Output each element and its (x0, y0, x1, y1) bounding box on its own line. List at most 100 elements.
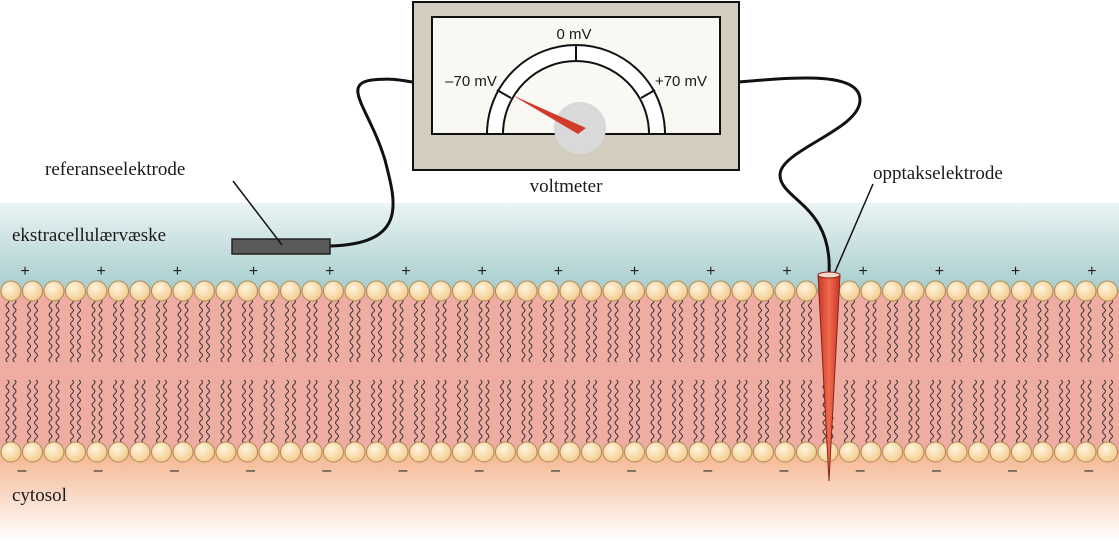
lipid-tail (12, 379, 17, 444)
lipid-tail (442, 379, 447, 444)
membrane-core (0, 291, 1119, 452)
lipid-tail (34, 379, 38, 444)
lipid-tail (851, 298, 855, 363)
lipid-tail (1001, 379, 1006, 444)
lipid-head (559, 280, 581, 302)
lipid-head (667, 441, 688, 463)
lipid-tail (70, 298, 74, 363)
lipid-head (753, 280, 774, 302)
lipid-tail (629, 379, 633, 444)
lipid-tail (378, 379, 382, 444)
lipid-head (108, 280, 129, 302)
lipid-tail (937, 379, 941, 444)
lipid-tail (593, 298, 597, 363)
lipid-tail (994, 379, 999, 444)
reference-wire (329, 77, 413, 248)
lipid-tail (464, 379, 468, 444)
lipid-head (774, 441, 796, 463)
negative-charge-sign: – (1084, 462, 1093, 479)
lipid-tail (292, 298, 296, 363)
lipid-tail (1109, 298, 1113, 363)
lipid-tail (48, 298, 53, 363)
lipid-tail (528, 379, 533, 444)
lipid-head (194, 441, 215, 463)
lipid-tail (1037, 379, 1042, 444)
lipid-head (581, 280, 602, 302)
lipid-head (559, 441, 581, 463)
lipid-tail (27, 298, 31, 363)
lipid-tail (220, 379, 225, 444)
lipid-tail (700, 298, 705, 363)
lipid-head (65, 280, 86, 302)
lipid-tail (980, 379, 984, 444)
lipid-tail (328, 379, 332, 444)
lipid-head (839, 441, 860, 463)
lipid-tail (156, 379, 160, 444)
lipid-tail (650, 379, 655, 444)
lipid-tail (765, 298, 769, 363)
lipid-tail (442, 298, 447, 363)
lipid-tail (736, 298, 741, 363)
lipid-tail (650, 298, 655, 363)
lipid-head (129, 280, 151, 302)
negative-charge-sign: – (475, 462, 484, 479)
reference-label-leader (232, 180, 283, 246)
lipid-tail (700, 379, 705, 444)
lipid-tail (1087, 298, 1092, 363)
lipid-head (237, 280, 258, 302)
lipid-head (366, 441, 387, 463)
lipid-tail (636, 298, 640, 363)
lipid-head (602, 280, 624, 302)
lipid-tail (672, 298, 676, 363)
negative-charge-sign: – (399, 462, 408, 479)
lipid-tail (457, 379, 461, 444)
lipid-tail (328, 298, 332, 363)
lipid-head (1075, 441, 1097, 463)
lipid-tail (199, 379, 203, 444)
lipid-tail (937, 298, 941, 363)
lipid-tail (1023, 298, 1027, 363)
lipid-tail (335, 298, 339, 363)
lipid-tail (141, 379, 146, 444)
positive-charge-sign: + (782, 263, 791, 280)
lipid-tail (722, 379, 726, 444)
lipid-tail (550, 298, 554, 363)
extracellular-fluid-label: ekstracellulærvæske (12, 225, 166, 246)
lipid-tail (980, 298, 984, 363)
lipid-head (731, 441, 753, 463)
lipid-head (323, 280, 344, 302)
lipid-head (925, 441, 946, 463)
lipid-head (43, 280, 65, 302)
reference-electrode (231, 238, 331, 255)
lipid-tail (521, 379, 526, 444)
recording-electrode-tip (817, 271, 841, 279)
lipid-tail (593, 379, 597, 444)
negative-charge-sign: – (322, 462, 331, 479)
lipid-tail (5, 379, 10, 444)
lipid-tail (872, 298, 877, 363)
lipid-head (925, 280, 946, 302)
lipid-tail (930, 298, 934, 363)
lipid-tail (586, 379, 590, 444)
lipid-head (538, 280, 559, 302)
lipid-tail (571, 379, 576, 444)
positive-charge-sign: + (20, 263, 29, 280)
lipid-head (258, 441, 280, 463)
lipid-head (538, 441, 559, 463)
lipid-tail (134, 379, 139, 444)
lipid-head (86, 441, 108, 463)
lipid-tail (973, 379, 977, 444)
lipid-head (1011, 441, 1032, 463)
lipid-tail (485, 298, 490, 363)
lipid-head (710, 280, 731, 302)
lipid-tail (1059, 298, 1063, 363)
lipid-tail (657, 298, 662, 363)
lipid-tail (1109, 379, 1113, 444)
lipid-tail (679, 379, 683, 444)
lipid-tail (199, 298, 203, 363)
lipid-tail (872, 379, 877, 444)
negative-charge-sign: – (932, 462, 941, 479)
lipid-tail (887, 379, 891, 444)
lipid-head (430, 280, 452, 302)
lipid-head (1054, 280, 1075, 302)
